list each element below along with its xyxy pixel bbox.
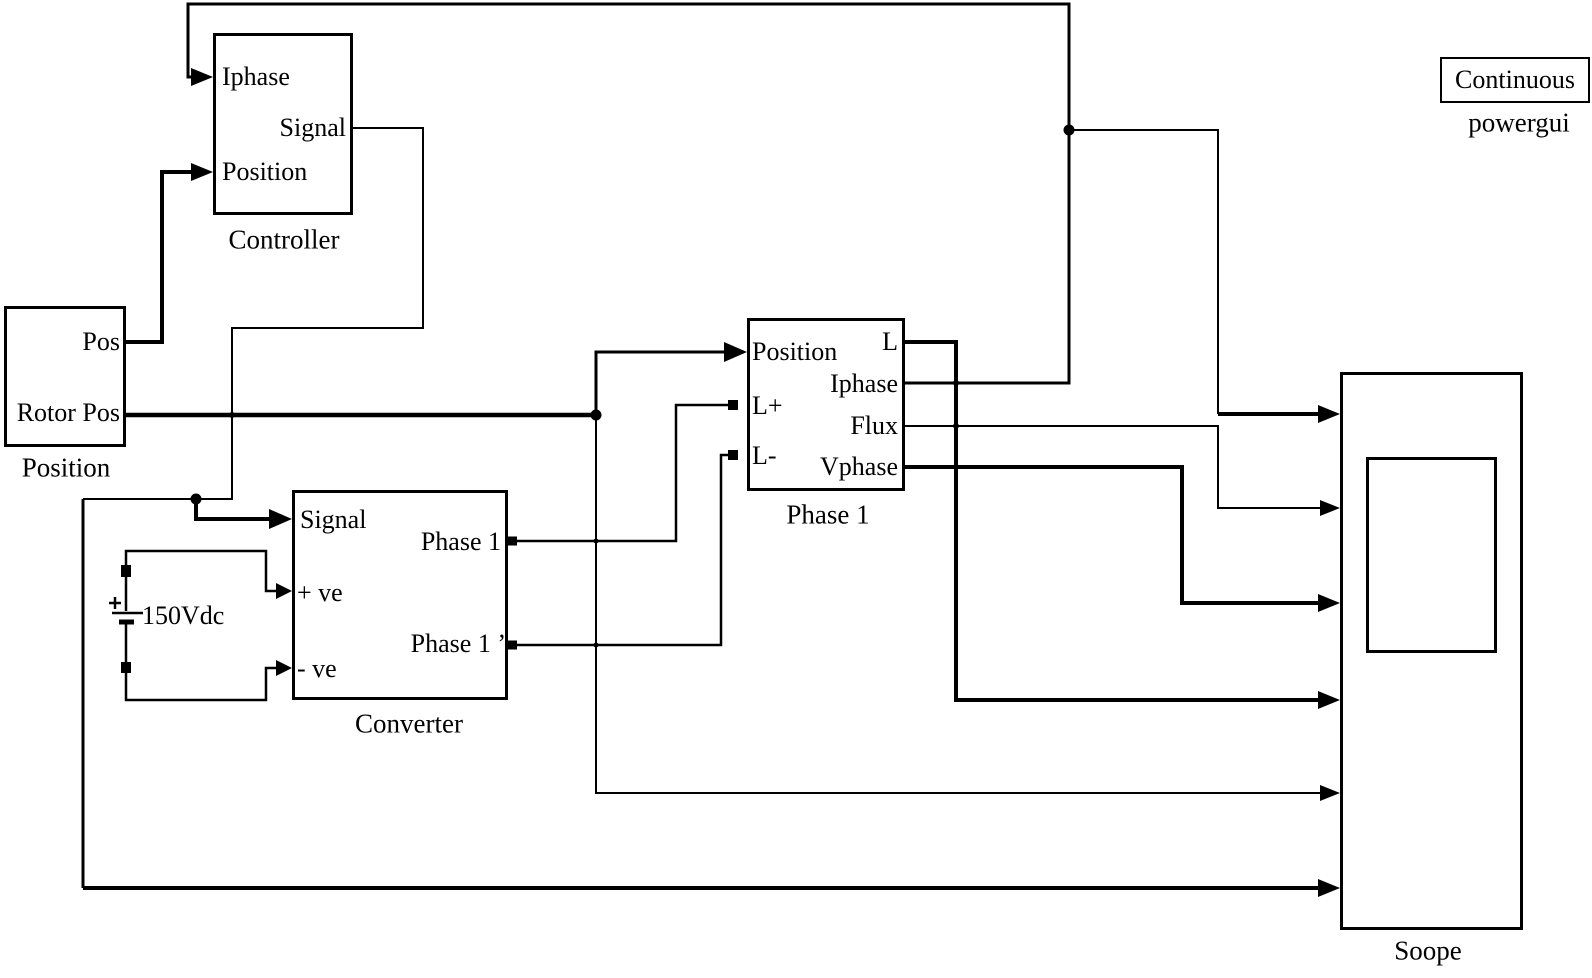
junction-dot — [1063, 124, 1075, 136]
wire-pos-to-controller — [126, 163, 213, 344]
port-square — [508, 536, 517, 546]
arrowhead-scope-input3 — [1318, 594, 1340, 612]
scope-caption: Soope — [1394, 935, 1462, 966]
controller-block[interactable] — [213, 33, 353, 215]
converter-port-signal-label: Signal — [300, 505, 367, 534]
position-sensor-block[interactable] — [4, 306, 126, 447]
port-square — [508, 640, 517, 650]
arrowhead-converter-signal — [269, 509, 292, 529]
converter-port-positive-label: + ve — [297, 578, 343, 607]
phase1-port-lplus-label: L+ — [752, 391, 783, 420]
arrowhead-converter-positive — [276, 583, 292, 599]
converter-caption: Converter — [355, 708, 463, 739]
arrowhead-controller-iphase — [191, 68, 213, 86]
crossing-dot — [953, 380, 959, 386]
wire-rotorpos-to-phase1 — [594, 342, 747, 415]
wire-rotorpos-main — [126, 409, 602, 421]
position-sensor-caption: Position — [21, 452, 111, 483]
battery-terminal-top — [121, 565, 131, 577]
controller-port-iphase-label: Iphase — [222, 62, 290, 91]
converter-port-phase1-label: Phase 1 — [420, 527, 501, 556]
battery-terminal-bottom — [121, 662, 131, 673]
controller-port-signal-label: Signal — [279, 113, 346, 142]
wire-iphase-feedback — [186, 2, 1071, 385]
scope-block[interactable] — [1340, 372, 1523, 930]
arrowhead-scope-input1 — [1318, 405, 1340, 423]
arrowhead-scope-input6 — [1318, 879, 1340, 897]
wire-vphase-to-scope — [905, 465, 1340, 612]
crossing-dot — [953, 423, 959, 429]
powergui-caption: powergui — [1468, 107, 1570, 138]
phase1-port-flux-label: Flux — [850, 411, 898, 440]
converter-port-phase1prime-label: Phase 1 ’ — [410, 629, 506, 658]
dc-source-label: 150Vdc — [142, 601, 225, 630]
controller-caption: Controller — [228, 224, 340, 255]
powergui-text: Continuous — [1455, 65, 1575, 94]
phase1-port-l-label: L — [882, 327, 898, 356]
position-port-rotorpos-label: Rotor Pos — [16, 398, 120, 427]
battery-plus-sign — [109, 597, 121, 609]
converter-port-negative-label: - ve — [297, 654, 337, 683]
arrowhead-converter-negative — [276, 660, 292, 676]
phase1-port-lminus-label: L- — [752, 441, 777, 470]
scope-display — [1366, 457, 1497, 653]
arrowhead-scope-input4 — [1318, 691, 1340, 709]
wire-phase1-to-lplus — [508, 400, 738, 546]
phase1-port-vphase-label: Vphase — [820, 452, 898, 481]
wire-signal-to-scope — [83, 879, 1340, 897]
port-square — [728, 400, 738, 410]
crossing-dot — [229, 412, 235, 418]
controller-port-position-label: Position — [222, 157, 308, 186]
wire-phase1prime-to-lminus — [508, 450, 738, 650]
wire-signal-to-converter — [194, 499, 292, 529]
converter-block[interactable] — [292, 490, 508, 700]
crossing-dot — [953, 464, 959, 470]
arrowhead-controller-position — [191, 163, 213, 181]
phase1-block[interactable] — [747, 318, 905, 491]
battery-symbol — [109, 565, 143, 673]
wire-flux-to-scope — [905, 425, 1340, 516]
wire-l-to-scope — [905, 340, 1340, 709]
phase1-port-position-label: Position — [752, 337, 838, 366]
port-square — [728, 450, 738, 460]
wire-iphase-to-scope — [1063, 124, 1340, 423]
phase1-caption: Phase 1 — [786, 499, 870, 530]
wire-rotorpos-to-scope — [593, 415, 1340, 801]
arrowhead-scope-input2 — [1320, 500, 1340, 516]
powergui-block[interactable]: Continuous — [1440, 57, 1590, 103]
arrowhead-scope-input5 — [1320, 785, 1340, 801]
position-port-pos-label: Pos — [82, 327, 120, 356]
phase1-port-iphase-label: Iphase — [830, 369, 898, 398]
battery-circuit — [109, 549, 292, 702]
arrowhead-phase1-position — [724, 342, 747, 362]
